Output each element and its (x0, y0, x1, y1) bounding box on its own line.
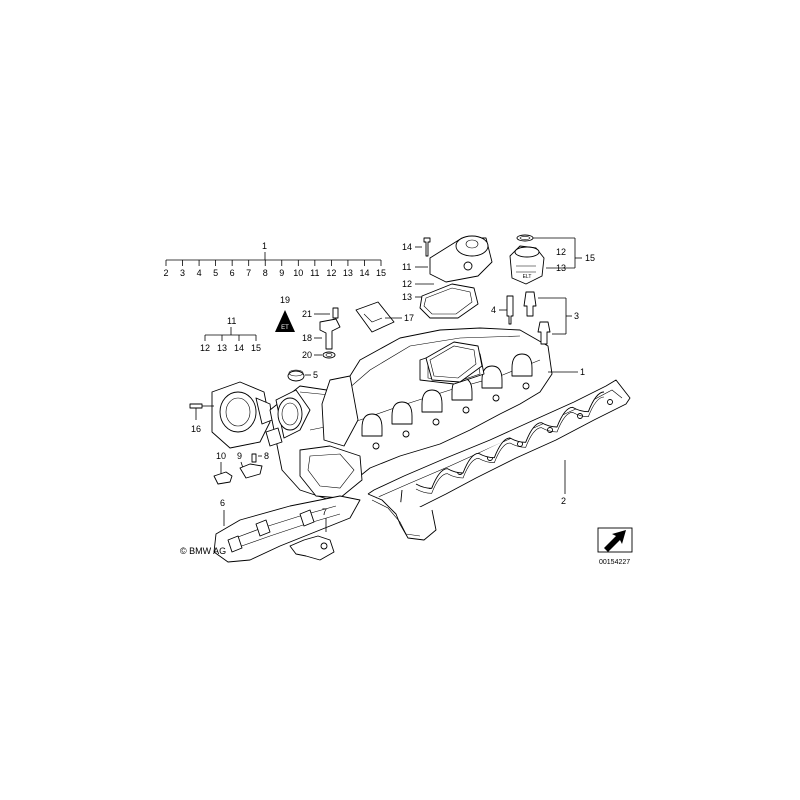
callout-5: 5 (313, 370, 318, 380)
callout-row-a-3: 3 (180, 268, 185, 278)
callout-row-a-6: 6 (230, 268, 235, 278)
callout-row-a-5: 5 (213, 268, 218, 278)
callout-row-a-2: 2 (163, 268, 168, 278)
callout-14-top: 14 (402, 242, 412, 252)
cover-boss (481, 365, 503, 389)
callout-8: 8 (264, 451, 269, 461)
cover-bolt-hole (522, 382, 530, 390)
callout-4: 4 (491, 305, 496, 315)
part-number: 00154227 (599, 559, 630, 566)
cover-boss (421, 389, 443, 413)
callout-row-a-15: 15 (376, 268, 386, 278)
callout-6: 6 (220, 498, 225, 508)
callout-2: 2 (561, 496, 566, 506)
callout-7: 7 (322, 507, 327, 517)
svg-text:ET: ET (281, 325, 289, 331)
callout-row-b-14: 14 (234, 343, 244, 353)
callout-13-right: 13 (556, 263, 566, 273)
callout-row-a-10: 10 (293, 268, 303, 278)
callout-11-left: 11 (227, 316, 236, 326)
callout-row-a-8: 8 (263, 268, 268, 278)
oil-separator-cover (429, 235, 493, 283)
callout-10: 10 (216, 451, 226, 461)
spark-plug-gasket (415, 391, 605, 494)
callout-18: 18 (302, 333, 312, 343)
callout-row-a-14: 14 (359, 268, 369, 278)
throttle-body (211, 381, 273, 449)
callout-13-top: 13 (402, 292, 412, 302)
callout-1-right: 1 (580, 367, 585, 377)
cover-bolt-hole (402, 430, 410, 438)
warning-triangle-icon: ET (275, 310, 295, 332)
callout-21: 21 (302, 309, 312, 319)
callout-row-a-12: 12 (326, 268, 336, 278)
cover-bolt-hole (432, 418, 440, 426)
callout-group-1: 1 2 3 4 5 6 7 8 9 10 11 12 13 14 15 (163, 241, 386, 278)
callout-row-a-11: 11 (310, 268, 319, 278)
callout-20: 20 (302, 350, 312, 360)
callout-15-right: 15 (585, 253, 595, 263)
valve-part: ELT (509, 245, 545, 285)
callout-row-b-12: 12 (200, 343, 210, 353)
cover-bolt-hole (372, 442, 380, 450)
copyright-text: © BMW AG (180, 546, 226, 556)
callout-group-11: 11 12 13 14 15 (200, 316, 261, 353)
cover-boss (361, 413, 383, 437)
arrow-tile-icon (597, 527, 633, 553)
callout-12-right: 12 (556, 247, 566, 257)
callout-1-top: 1 (262, 241, 267, 251)
cover-bolt-hole (492, 394, 500, 402)
callout-19: 19 (280, 295, 290, 305)
callout-row-a-9: 9 (279, 268, 284, 278)
callout-9: 9 (237, 451, 242, 461)
cover-boss (511, 353, 533, 377)
callout-row-a-7: 7 (246, 268, 251, 278)
callout-11-top: 11 (402, 262, 411, 272)
heat-shield (213, 495, 361, 563)
callout-row-a-13: 13 (343, 268, 353, 278)
svg-text:ELT: ELT (523, 274, 532, 280)
callout-16: 16 (191, 424, 201, 434)
callout-row-b-15: 15 (251, 343, 261, 353)
gasket-bolt-hole (607, 399, 613, 405)
callout-3: 3 (574, 311, 579, 321)
callout-row-b-13: 13 (217, 343, 227, 353)
callout-12-top: 12 (402, 279, 412, 289)
cover-bolt-hole (462, 406, 470, 414)
callout-17: 17 (404, 313, 414, 323)
cover-boss (391, 401, 413, 425)
callout-row-a-4: 4 (197, 268, 202, 278)
